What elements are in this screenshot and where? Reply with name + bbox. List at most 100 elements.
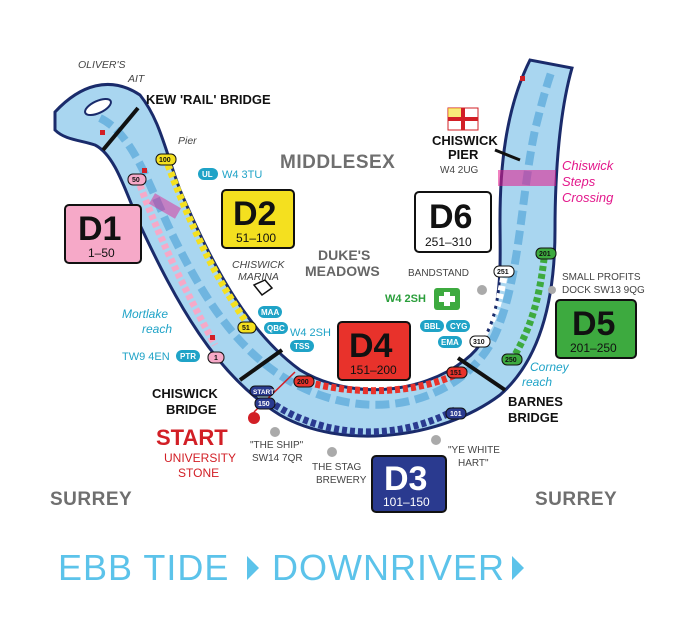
badge-maa-text: MAA xyxy=(261,308,279,317)
zone-d2-box xyxy=(221,189,295,249)
marker-51-text: 51 xyxy=(242,325,250,332)
footer-arrow-2-icon xyxy=(512,556,524,580)
footer-arrow-1-icon xyxy=(247,556,259,580)
marker-50-text: 50 xyxy=(132,177,140,184)
region-surrey-right: SURREY xyxy=(535,489,617,510)
club-badges: UL MAA QBC TSS PTR BBL CYG EMA xyxy=(176,168,470,362)
marker-100 xyxy=(155,153,177,166)
course-line xyxy=(98,68,556,409)
white-chevron-row xyxy=(477,269,509,343)
chiswick-pier-label-2: PIER xyxy=(448,147,479,162)
zone-d6-box xyxy=(414,191,492,253)
marker-101-text: 101 xyxy=(450,411,462,418)
the-ship-label-2: SW14 7QR xyxy=(252,453,303,464)
marker-101 xyxy=(445,407,467,420)
chevron-rows xyxy=(136,163,556,436)
zone-d2-code: D2 xyxy=(233,195,276,233)
zone-d3-range: 101–150 xyxy=(383,495,430,509)
zone-d1-code: D1 xyxy=(78,210,121,248)
olivers-ait-island xyxy=(84,97,112,117)
kew-bridge-label: KEW 'RAIL' BRIDGE xyxy=(146,92,271,107)
kew-rail-bridge xyxy=(101,106,140,152)
badge-ema xyxy=(438,336,462,348)
chiswick-bridge xyxy=(238,348,284,382)
zone-d4-box xyxy=(337,321,411,381)
zone-d2: D2 51–100 xyxy=(221,189,295,249)
zone-d3: D3 101–150 xyxy=(371,455,447,513)
tw9-postcode: TW9 4EN xyxy=(122,351,170,363)
footer-downriver: DOWNRIVER xyxy=(272,547,505,588)
red-post xyxy=(210,335,215,340)
region-surrey-left: SURREY xyxy=(50,489,132,510)
red-post xyxy=(520,76,525,81)
white-hart-label-1: "YE WHITE xyxy=(448,445,500,456)
green-cross-icon xyxy=(434,288,460,310)
dukes-meadows-label-2: MEADOWS xyxy=(305,263,380,279)
zone-d4-range: 151–200 xyxy=(350,363,397,377)
region-middlesex: MIDDLESEX xyxy=(280,152,395,173)
badge-cyg xyxy=(446,320,470,332)
zone-d5-range: 201–250 xyxy=(570,341,617,355)
bandstand-dot xyxy=(477,285,487,295)
badge-ptr xyxy=(176,350,200,362)
badge-qbc xyxy=(264,322,288,334)
university-stone-label-1: UNIVERSITY xyxy=(164,451,236,465)
stag-brewery-label-1: THE STAG xyxy=(312,462,361,473)
marker-201 xyxy=(535,247,557,260)
chiswick-marina-label-2: MARINA xyxy=(238,271,279,283)
zone-d1-range: 1–50 xyxy=(88,246,115,260)
bridges xyxy=(101,106,521,392)
small-profits-label-2: DOCK SW13 9QG xyxy=(562,285,645,296)
white-hart-dot xyxy=(431,435,441,445)
zone-d4-code: D4 xyxy=(349,327,393,365)
zone-d4: D4 151–200 xyxy=(337,321,411,381)
stag-brewery-dot xyxy=(327,447,337,457)
marker-151 xyxy=(446,366,468,379)
w4-3tu-postcode: W4 3TU xyxy=(222,169,262,181)
corney-reach-label-2: reach xyxy=(522,375,552,389)
stag-brewery-label-2: BREWERY xyxy=(316,475,367,486)
zone-d6-range: 251–310 xyxy=(425,235,472,249)
mortlake-reach-label-2: reach xyxy=(142,322,172,336)
badge-tss-text: TSS xyxy=(294,342,310,351)
marker-start-text: START xyxy=(253,389,274,396)
badge-bbl xyxy=(420,320,444,332)
zone-d2-range: 51–100 xyxy=(236,231,276,245)
marina-pontoon-icon xyxy=(252,279,274,297)
chiswick-pier-postcode: W4 2UG xyxy=(440,165,479,176)
badge-qbc-text: QBC xyxy=(267,324,285,333)
corney-reach-label-1: Corney xyxy=(530,360,570,374)
white-hart-label-2: HART" xyxy=(458,458,489,469)
marker-310 xyxy=(469,335,491,348)
marker-251 xyxy=(493,265,515,278)
start-dot xyxy=(248,412,260,424)
olivers-ait-label-2: AIT xyxy=(127,73,146,85)
badge-maa xyxy=(258,306,282,318)
badge-cyg-text: CYG xyxy=(450,322,467,331)
green-chevron-row xyxy=(508,249,549,362)
badge-ptr-text: PTR xyxy=(180,352,196,361)
barnes-bridge-label-1: BARNES xyxy=(508,394,563,409)
bandstand-label: BANDSTAND xyxy=(408,268,469,279)
zone-d5-box xyxy=(555,299,637,359)
small-profits-label-1: SMALL PROFITS xyxy=(562,272,641,283)
marker-150-text: 150 xyxy=(258,401,270,408)
red-post xyxy=(142,168,147,173)
pink-chevron-row xyxy=(136,183,219,347)
barnes-bridge-label-2: BRIDGE xyxy=(508,410,559,425)
zone-d6: D6 251–310 xyxy=(414,191,492,253)
footer-banner: EBB TIDE DOWNRIVER xyxy=(58,547,524,588)
pier-label: Pier xyxy=(178,135,197,147)
zone-d6-code: D6 xyxy=(429,198,472,236)
marker-start xyxy=(249,385,275,397)
chiswick-steps-label-3: Crossing xyxy=(562,190,614,205)
chiswick-pier-structure xyxy=(494,148,521,162)
red-post xyxy=(100,130,105,135)
badge-ema-text: EMA xyxy=(441,338,459,347)
badge-ul xyxy=(198,168,218,180)
zone-d5-code: D5 xyxy=(572,305,615,343)
badge-tss xyxy=(290,340,314,352)
marker-200-text: 200 xyxy=(297,379,309,386)
barnes-bridge xyxy=(456,356,507,392)
